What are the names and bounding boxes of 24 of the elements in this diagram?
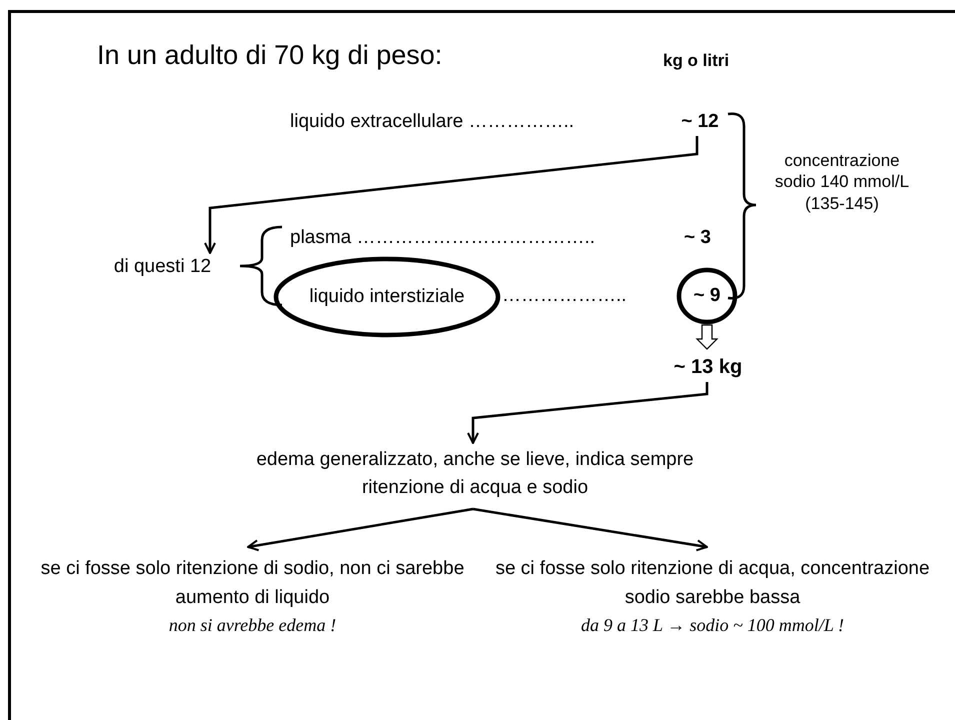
title: In un adulto di 70 kg di peso: bbox=[97, 40, 442, 71]
arrow bbox=[467, 382, 708, 444]
italic-note: non si avrebbe edema ! bbox=[168, 614, 336, 637]
ellipse-node bbox=[274, 257, 500, 337]
arrow bbox=[204, 136, 698, 254]
node-text: ~ 9 bbox=[694, 284, 720, 308]
value-text: ~ 13 kg bbox=[674, 355, 742, 380]
group-label: di questi 12 bbox=[114, 254, 212, 279]
consequence-text: se ci fosse solo ritenzione di sodio, non ci sarebbe aumento di liquido bbox=[40, 557, 466, 610]
arrow bbox=[472, 508, 708, 552]
row-label: liquido extracellulare …………….. bbox=[290, 110, 574, 134]
arrow bbox=[247, 508, 474, 552]
dotted-leader: ……………….. bbox=[502, 284, 627, 308]
sodium-concentration-note: concentrazione sodio 140 mmol/L (135-145) bbox=[774, 150, 910, 214]
italic-note: da 9 a 13 L → sodio ~ 100 mmol/L ! bbox=[580, 614, 844, 637]
row-label: plasma ……………………………….. bbox=[290, 226, 596, 250]
value-text: ~ 12 bbox=[681, 110, 719, 134]
value-text: ~ 3 bbox=[684, 226, 711, 250]
statement-text: edema generalizzato, anche se lieve, indica sempre ritenzione di acqua e sodio bbox=[255, 448, 695, 500]
node-text: liquido interstiziale bbox=[309, 284, 465, 309]
circle-node bbox=[677, 268, 737, 324]
consequence-text: se ci fosse solo ritenzione di acqua, concentrazione sodio sarebbe bassa bbox=[494, 557, 931, 610]
unit-header: kg o litri bbox=[663, 50, 730, 72]
hollow-arrow bbox=[696, 324, 718, 350]
